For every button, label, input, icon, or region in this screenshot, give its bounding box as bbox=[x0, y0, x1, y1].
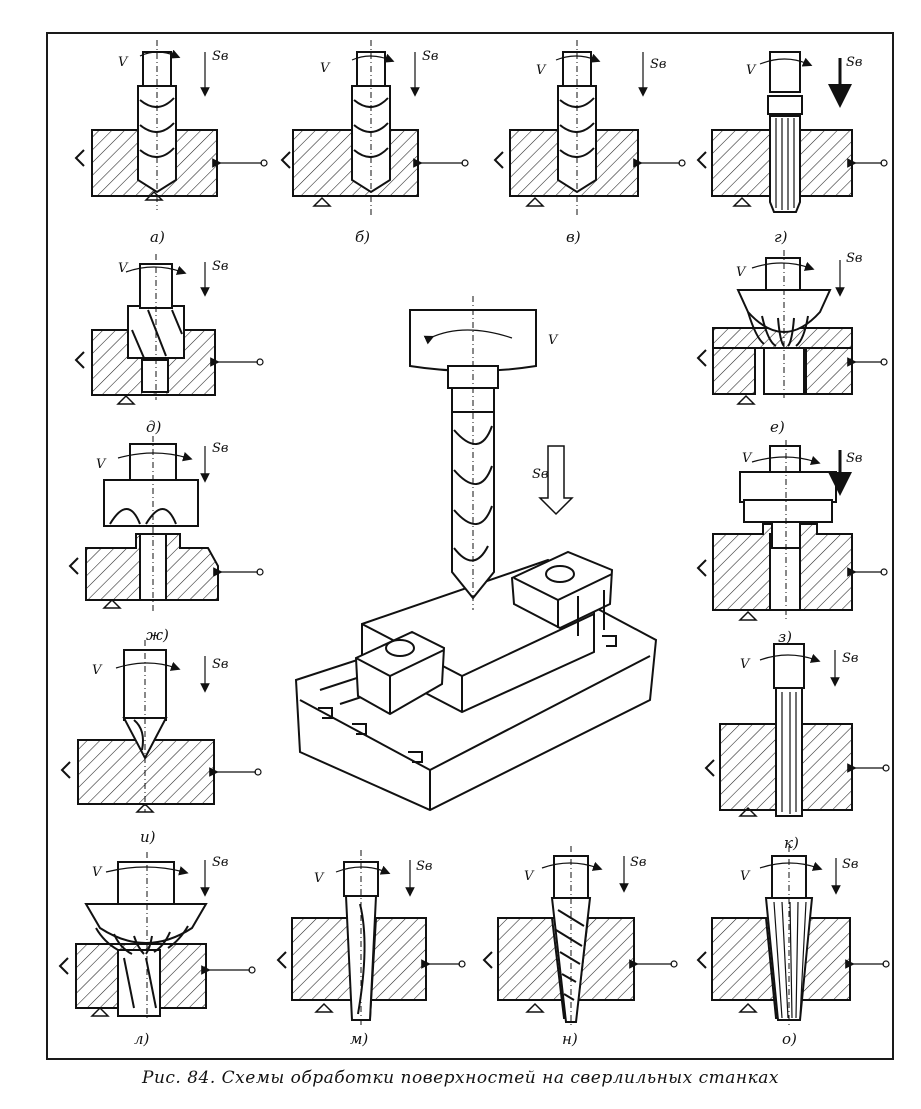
speed-label: V bbox=[118, 55, 129, 70]
speed-label: V bbox=[118, 261, 129, 276]
feed-label: Sв bbox=[650, 57, 666, 72]
feed-label: Sв bbox=[212, 259, 228, 274]
speed-label: V bbox=[314, 871, 325, 886]
panel-label-zh: ж) bbox=[146, 626, 169, 644]
panel-d bbox=[74, 254, 264, 405]
speed-label: V bbox=[746, 63, 757, 78]
feed-label: Sв bbox=[212, 441, 228, 456]
panel-label-e: е) bbox=[770, 418, 785, 436]
panel-b bbox=[280, 40, 469, 218]
panel-label-m: м) bbox=[350, 1030, 368, 1048]
speed-label: V bbox=[92, 865, 103, 880]
panel-m bbox=[276, 850, 466, 1026]
speed-label: V bbox=[742, 451, 753, 466]
panel-label-k: к) bbox=[784, 834, 799, 852]
speed-label: V bbox=[536, 63, 547, 78]
feed-label: Sв bbox=[846, 55, 862, 70]
feed-label: Sв bbox=[630, 855, 646, 870]
motion-labels: V Sв V Sв V Sв V Sв V Sв V Sв V Sв V Sв … bbox=[92, 49, 862, 886]
speed-label: V bbox=[96, 457, 107, 472]
panel-g bbox=[696, 51, 888, 213]
speed-label: V bbox=[92, 663, 103, 678]
panel-zh bbox=[68, 436, 264, 614]
feed-label: Sв bbox=[416, 859, 432, 874]
panel-label-d: д) bbox=[146, 418, 162, 436]
panel-label-o: о) bbox=[782, 1030, 797, 1048]
speed-label: V bbox=[524, 869, 535, 884]
central-drilling-setup bbox=[294, 296, 658, 812]
feed-label: Sв bbox=[212, 49, 228, 64]
panel-label-v: в) bbox=[566, 228, 581, 246]
feed-label: Sв bbox=[212, 657, 228, 672]
panel-v bbox=[493, 40, 686, 218]
feed-label: Sв bbox=[846, 451, 862, 466]
panel-label-z: з) bbox=[778, 628, 792, 646]
panel-label-l: л) bbox=[134, 1030, 150, 1048]
speed-label: V bbox=[548, 333, 559, 348]
panel-label-n: н) bbox=[562, 1030, 578, 1048]
panel-label-i: и) bbox=[140, 828, 156, 846]
panel-k bbox=[704, 643, 890, 817]
speed-label: V bbox=[740, 869, 751, 884]
panel-label-b: б) bbox=[355, 228, 370, 246]
feed-label: Sв bbox=[842, 857, 858, 872]
panel-i bbox=[60, 640, 262, 813]
panel-e bbox=[696, 250, 888, 405]
panel-l bbox=[58, 852, 256, 1020]
figure-frame bbox=[46, 32, 894, 1060]
panel-label-g: г) bbox=[774, 228, 788, 246]
feed-label: Sв bbox=[846, 251, 862, 266]
panel-label-a: а) bbox=[150, 228, 165, 246]
speed-label: V bbox=[320, 61, 331, 76]
speed-label: V bbox=[740, 657, 751, 672]
speed-label: V bbox=[736, 265, 747, 280]
figure-caption: Рис. 84. Схемы обработки поверхностей на… bbox=[142, 1068, 779, 1088]
feed-label: Sв bbox=[842, 651, 858, 666]
feed-label: Sв bbox=[422, 49, 438, 64]
feed-label: Sв bbox=[532, 467, 548, 482]
panel-a bbox=[74, 40, 268, 210]
panel-z bbox=[696, 440, 888, 621]
feed-label: Sв bbox=[212, 855, 228, 870]
panel-n bbox=[482, 846, 678, 1026]
panel-o bbox=[696, 846, 890, 1026]
